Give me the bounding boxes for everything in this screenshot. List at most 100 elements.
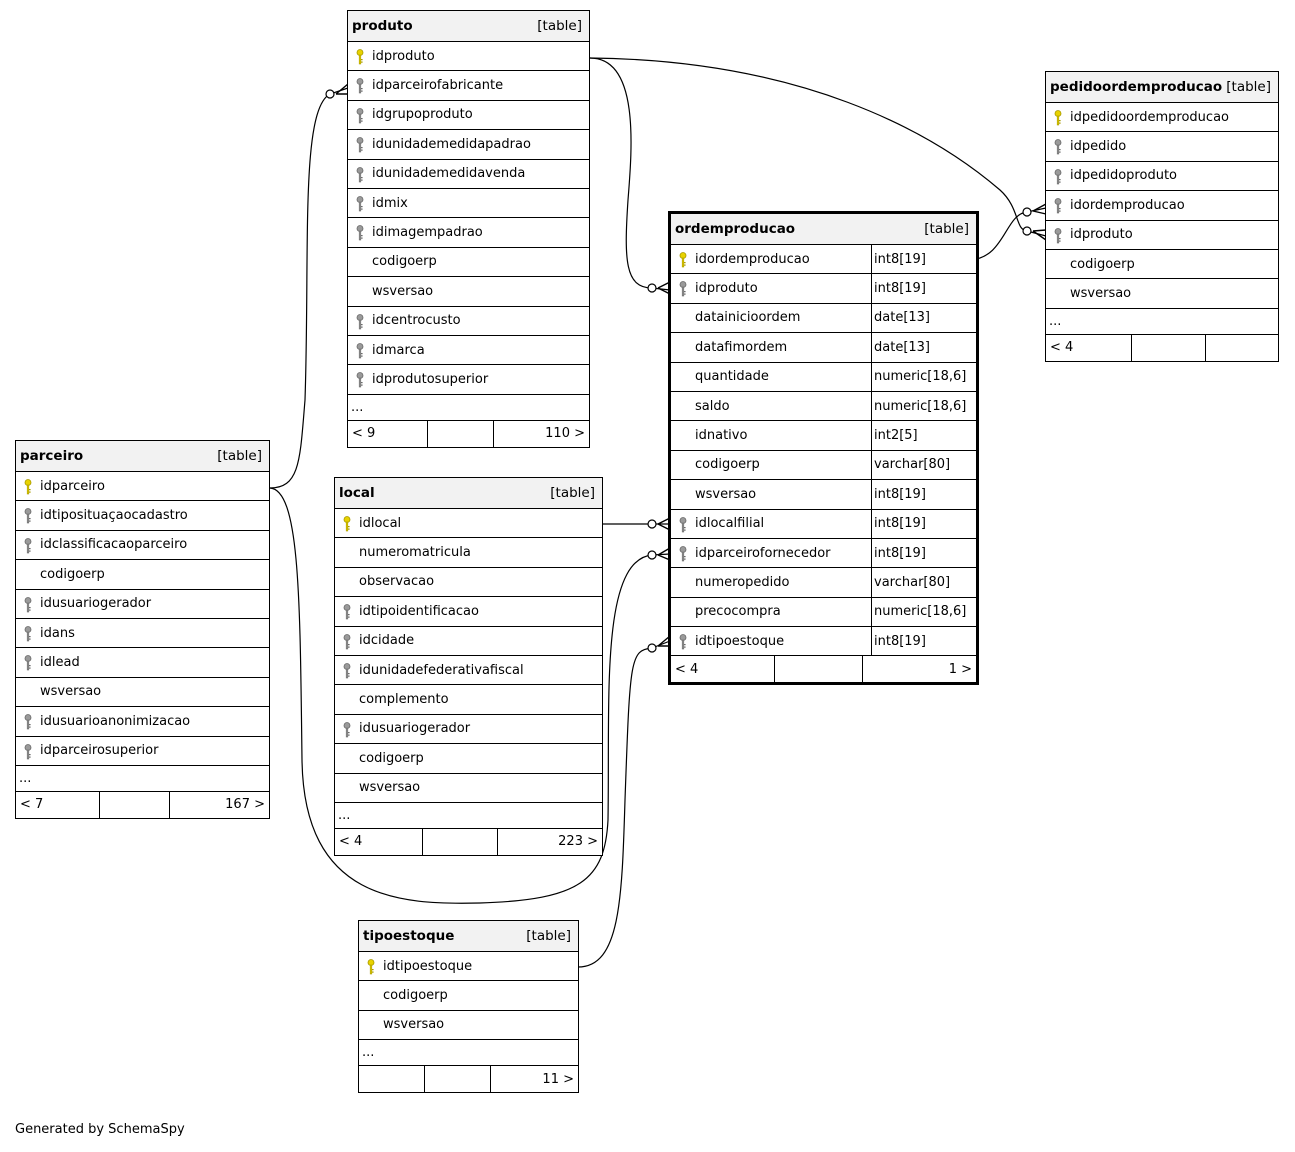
column-name: idtiposituaçaocadastro	[40, 508, 188, 524]
column-name: idcentrocusto	[372, 313, 461, 329]
column-name: idlocal	[359, 515, 402, 531]
column-name: idnativo	[695, 428, 748, 444]
children-count[interactable]: 1 >	[948, 661, 972, 677]
column-row[interactable]: codigoerp	[16, 560, 269, 590]
column-name: idimagempadrao	[372, 225, 483, 241]
column-name: codigoerp	[359, 750, 424, 766]
edge-marker	[325, 89, 335, 99]
column-name: idparceirosuperior	[40, 743, 159, 759]
table-footer: < 7 167 >	[16, 791, 269, 818]
column-row[interactable]: idans	[16, 619, 269, 649]
column-name: idprodutosuperior	[372, 371, 489, 387]
column-row[interactable]: idlocal	[335, 509, 602, 539]
column-row[interactable]: idmarca	[348, 336, 589, 366]
more-columns: ...	[16, 766, 269, 792]
column-row[interactable]: idpedidoproduto	[1046, 162, 1278, 192]
column-type: int8[19]	[871, 538, 976, 568]
parents-count[interactable]: < 4	[671, 656, 775, 683]
column-row[interactable]: idproduto	[348, 42, 589, 72]
column-row[interactable]: idpedido	[1046, 132, 1278, 162]
column-row[interactable]: idclassificacaoparceiro	[16, 531, 269, 561]
column-name: datafimordem	[695, 339, 788, 355]
column-row[interactable]: idmix	[348, 189, 589, 219]
parents-count[interactable]	[359, 1066, 425, 1093]
column-row[interactable]: idparceiro	[16, 472, 269, 502]
column-row[interactable]: idtipoidentificacao	[335, 597, 602, 627]
table-kind: [table]	[924, 221, 969, 237]
column-row[interactable]: idunidademedidapadrao	[348, 130, 589, 160]
column-row[interactable]: idproduto	[1046, 221, 1278, 250]
column-row[interactable]: idusuariogerador	[335, 715, 602, 745]
parents-count[interactable]: < 4	[1046, 334, 1132, 361]
column-row[interactable]: wsversao	[359, 1011, 578, 1041]
column-row[interactable]: idimagempadrao	[348, 218, 589, 248]
column-row[interactable]: idordemproducao	[1046, 191, 1278, 221]
column-name: saldo	[695, 398, 730, 414]
children-count[interactable]: 11 >	[542, 1071, 574, 1087]
column-row[interactable]: idcidade	[335, 627, 602, 656]
column-row[interactable]: idunidadefederativafiscal	[335, 656, 602, 686]
column-row[interactable]: wsversao	[348, 277, 589, 307]
children-count[interactable]: 223 >	[558, 834, 598, 850]
column-row[interactable]: wsversao	[16, 678, 269, 708]
column-row[interactable]: idparceirofabricante	[348, 71, 589, 101]
column-name: idtipoestoque	[695, 633, 785, 649]
column-row[interactable]: idparceirosuperior	[16, 737, 269, 766]
column-row[interactable]: idusuarioanonimizacao	[16, 707, 269, 737]
column-row[interactable]: idgrupoproduto	[348, 101, 589, 131]
column-row[interactable]: codigoerp	[335, 744, 602, 774]
parents-count[interactable]: < 4	[335, 828, 423, 855]
parents-count[interactable]: < 7	[16, 791, 100, 818]
column-row[interactable]: codigoerp	[1046, 250, 1278, 280]
table-header: pedidoordemproducao[table]	[1046, 72, 1278, 103]
column-row[interactable]: idtipoestoque	[359, 952, 578, 982]
column-row[interactable]: idpedidoordemproducao	[1046, 103, 1278, 133]
footer-middle	[775, 656, 863, 683]
crow-foot	[335, 83, 349, 95]
children-count[interactable]	[1206, 335, 1278, 361]
column-row[interactable]: idcentrocusto	[348, 307, 589, 336]
children-count[interactable]: 167 >	[225, 797, 265, 813]
parents-count[interactable]: < 9	[348, 420, 428, 447]
children-count[interactable]: 110 >	[545, 426, 585, 442]
column-row[interactable]: idlead	[16, 648, 269, 678]
table-kind: [table]	[217, 448, 262, 464]
table-name: pedidoordemproducao	[1050, 79, 1223, 95]
column-row[interactable]: wsversao	[335, 774, 602, 803]
column-row[interactable]: idprodutosuperior	[348, 365, 589, 395]
column-name: numeromatricula	[359, 545, 471, 561]
column-row[interactable]: idtiposituaçaocadastro	[16, 501, 269, 531]
column-row[interactable]: observacao	[335, 568, 602, 598]
column-row[interactable]: wsversao	[1046, 279, 1278, 309]
table-footer: < 9 110 >	[348, 420, 589, 447]
column-row[interactable]: idunidademedidavenda	[348, 160, 589, 189]
column-row[interactable]: idusuariogerador	[16, 590, 269, 619]
column-row[interactable]: numeromatricula	[335, 538, 602, 568]
column-name: idunidademedidapadrao	[372, 136, 531, 152]
column-row[interactable]: complemento	[335, 685, 602, 715]
column-name: wsversao	[40, 684, 102, 700]
table-pedidoordemproducao[interactable]: pedidoordemproducao[table]idpedidoordemp…	[1045, 71, 1279, 362]
column-row[interactable]: codigoerp	[348, 248, 589, 278]
column-row[interactable]: codigoerp	[359, 981, 578, 1011]
